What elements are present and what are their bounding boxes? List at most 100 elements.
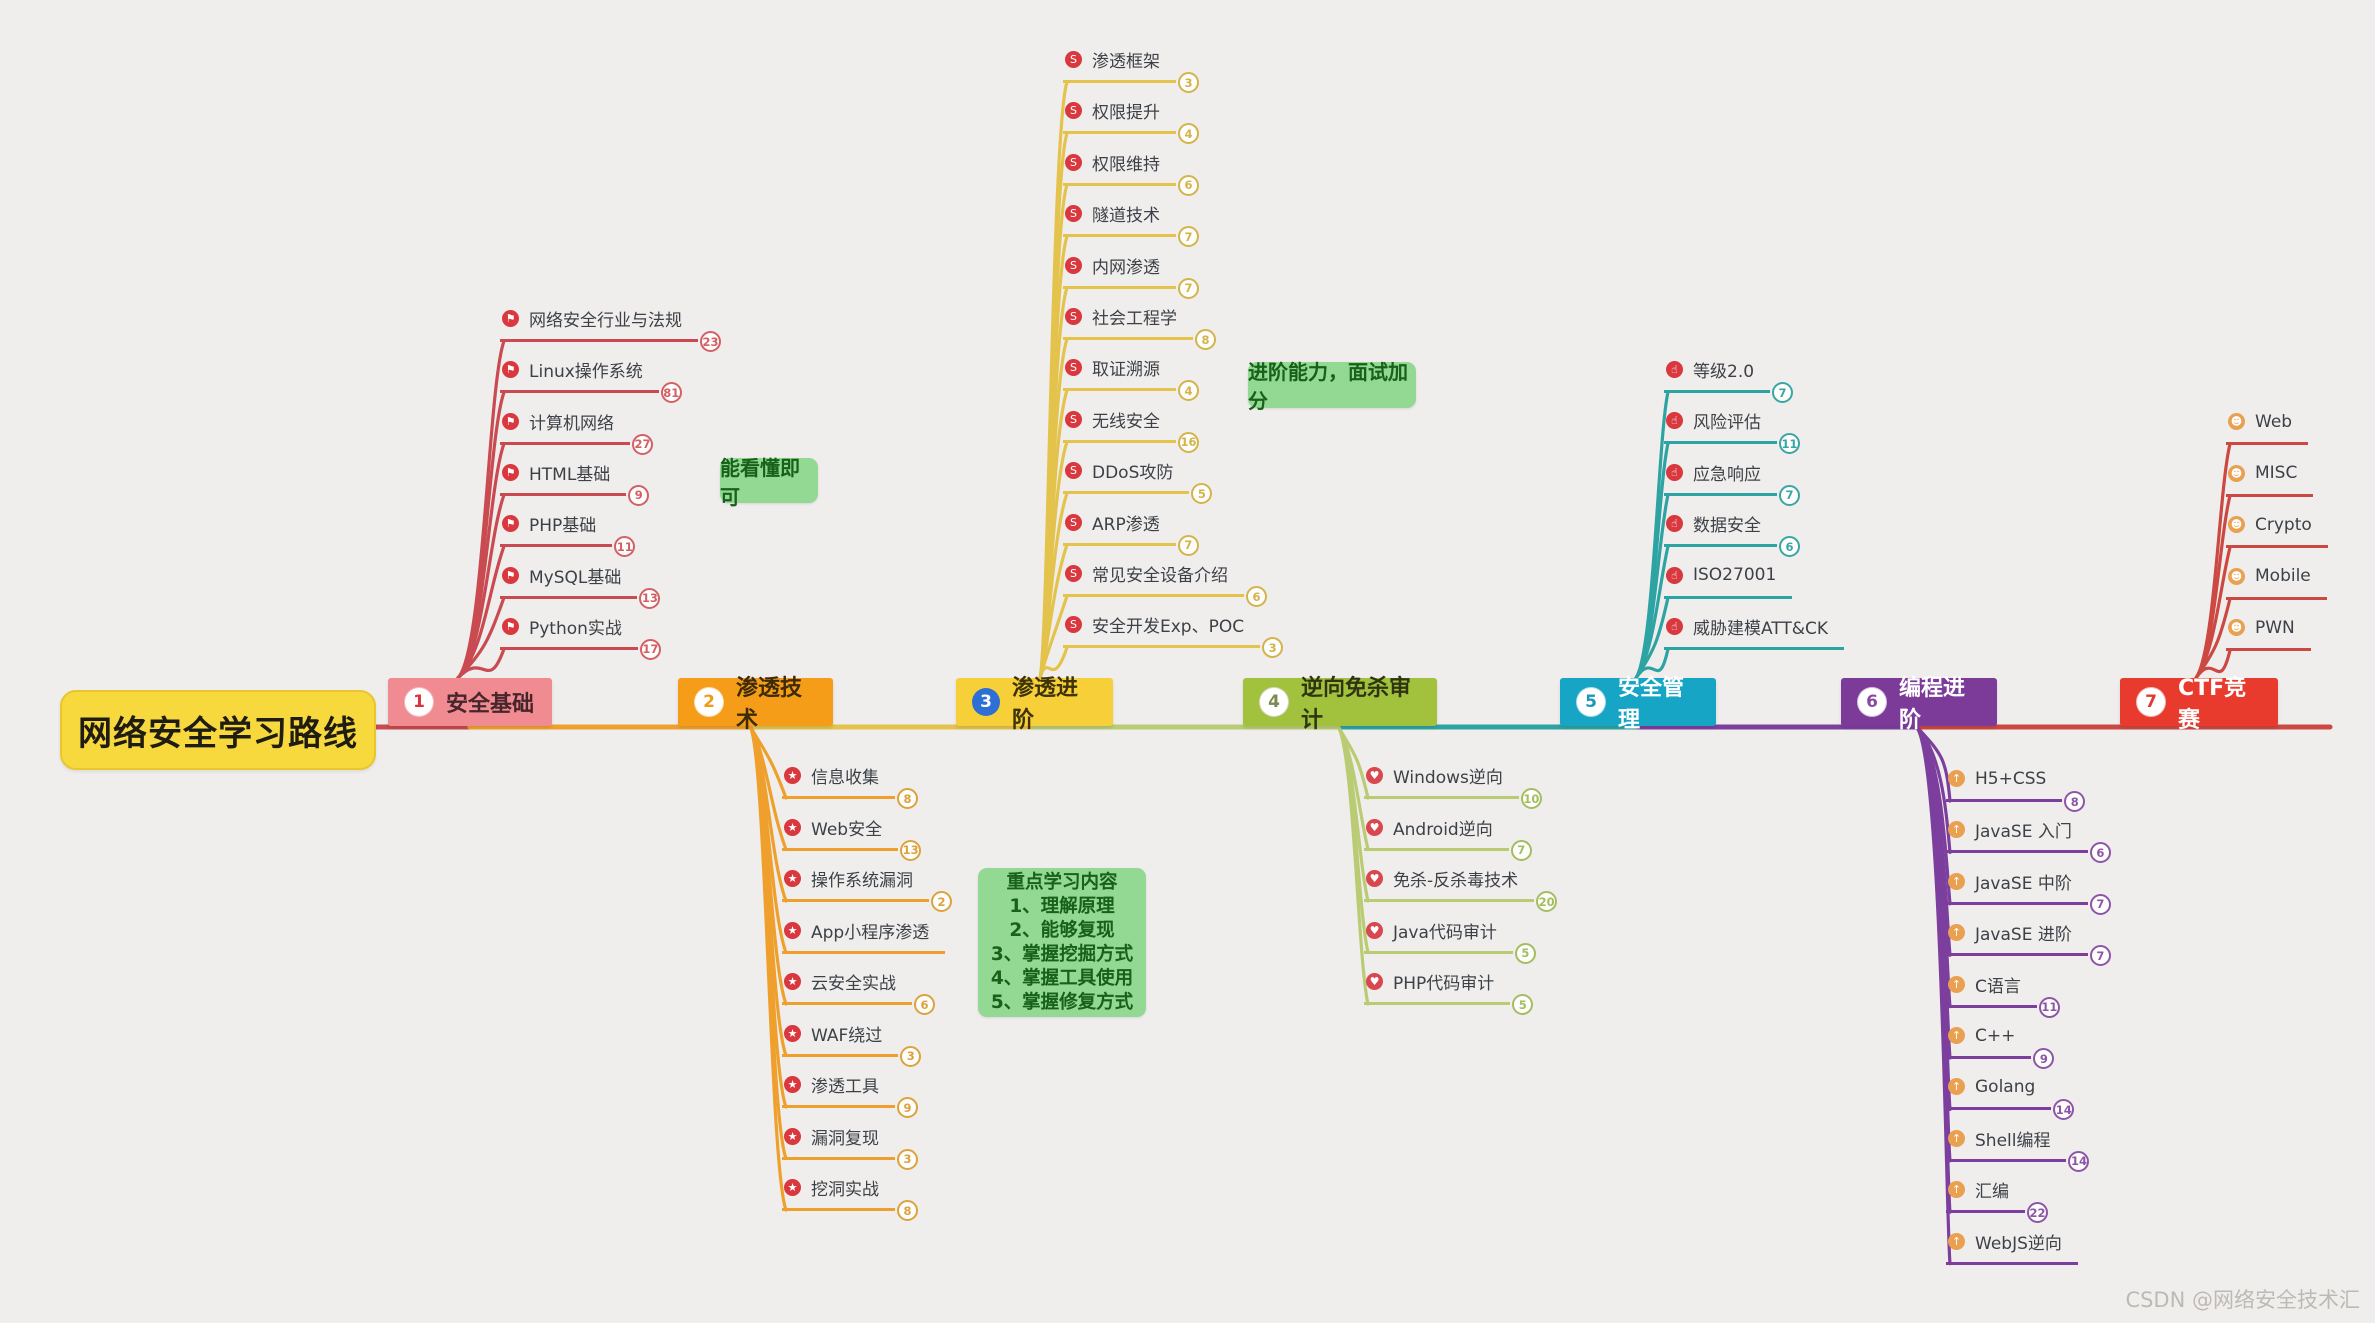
item-label: 网络安全行业与法规: [529, 311, 682, 331]
item-label: MISC: [2255, 463, 2298, 484]
item-count-badge: 7: [1510, 839, 1532, 861]
item-count-badge: 3: [1178, 72, 1199, 93]
mindmap-item[interactable]: ☻Crypto: [2226, 512, 2328, 549]
thumbs-up-icon: ☝: [1666, 361, 1683, 378]
item-label: PHP基础: [529, 516, 597, 537]
bell-icon: ☻: [2228, 619, 2245, 637]
item-count-badge: 6: [2089, 842, 2111, 864]
item-count-badge: 6: [914, 994, 935, 1015]
item-label: 渗透框架: [1092, 52, 1160, 72]
root-node[interactable]: 网络安全学习路线: [60, 690, 376, 770]
item-count-badge: 11: [2038, 996, 2060, 1018]
mindmap-item[interactable]: ☝ISO27001: [1664, 563, 1793, 599]
branch-node-3[interactable]: 3 渗透进阶: [956, 676, 1113, 733]
mindmap-item[interactable]: ☻MISC: [2226, 461, 2314, 497]
dollar-icon: S: [1065, 462, 1082, 480]
item-count-badge: 11: [1779, 433, 1800, 455]
item-count-badge: 6: [1246, 586, 1267, 607]
mindmap-item[interactable]: ★App小程序渗透: [782, 918, 946, 954]
mindmap-item[interactable]: ☻PWN: [2226, 615, 2311, 652]
item-count-badge: 23: [700, 331, 721, 352]
mindmap-item[interactable]: ↑C++9: [1946, 1023, 2055, 1069]
branch-number-badge: 3: [972, 688, 1000, 716]
bell-icon: ☻: [2228, 413, 2245, 430]
item-label: 挖洞实战: [811, 1180, 879, 1200]
arrow-up-icon: ↑: [1948, 924, 1965, 942]
branch-label: 逆向免杀审计: [1301, 676, 1412, 733]
mindmap-item[interactable]: ☻ Web: [2226, 409, 2309, 445]
mindmap-item[interactable]: ☝威胁建模ATT&CK: [1664, 614, 1845, 650]
item-label: WebJS逆向: [1975, 1233, 2062, 1254]
item-label: C++: [1975, 1025, 2016, 1046]
mindmap-item[interactable]: ↑ WebJS逆向: [1946, 1229, 2078, 1265]
item-label: PHP代码审计: [1393, 974, 1495, 994]
bell-icon: ☻: [2228, 516, 2245, 534]
branch-label: 安全基础: [446, 692, 535, 717]
item-count-badge: 7: [1772, 382, 1794, 403]
item-label: 社会工程学: [1092, 309, 1177, 329]
heart-icon: ♥: [1366, 973, 1383, 990]
connector-line: [456, 647, 506, 680]
note-can-understand: 能看懂即可: [720, 456, 818, 509]
item-label: 权限提升: [1092, 103, 1160, 124]
arrow-up-icon: ↑: [1948, 1232, 1965, 1250]
item-label: Web: [2255, 411, 2293, 432]
branch-label: 渗透进阶: [1012, 676, 1079, 733]
item-count-badge: 3: [1262, 637, 1284, 659]
mindmap-item[interactable]: ☻Mobile: [2226, 564, 2327, 600]
star-icon: ★: [784, 921, 801, 939]
